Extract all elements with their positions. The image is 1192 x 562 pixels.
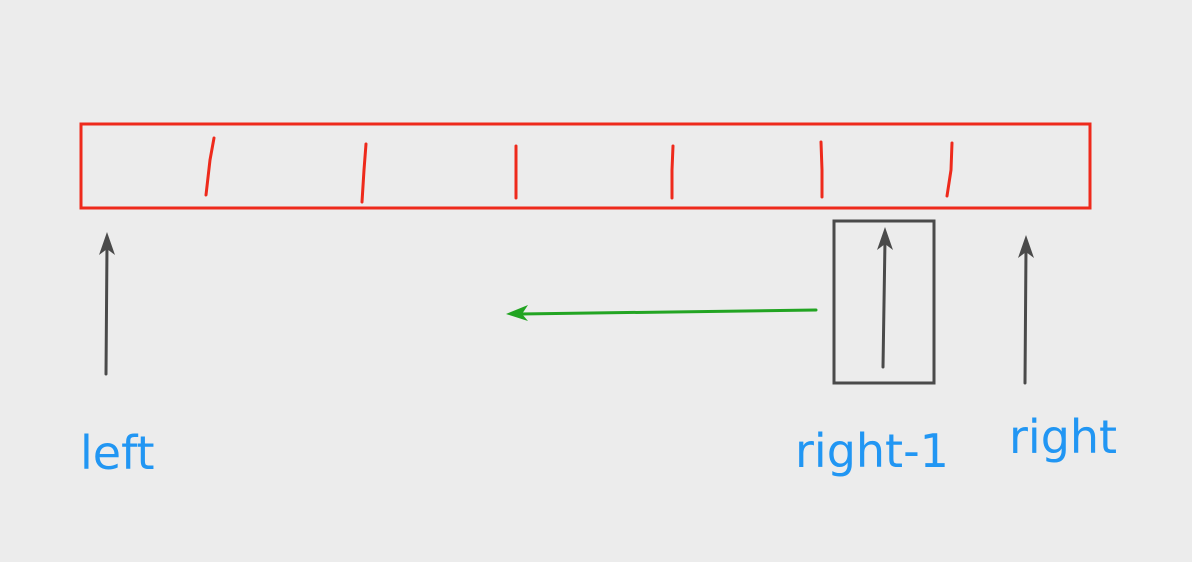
array-tick xyxy=(360,142,368,204)
left-label: left xyxy=(80,426,155,480)
move-left-arrow xyxy=(506,305,818,321)
arrow-head xyxy=(506,305,528,321)
arrow-head xyxy=(1018,235,1034,258)
left-pointer-arrow xyxy=(99,232,115,376)
array-tick xyxy=(945,141,954,198)
up-arrow-icon xyxy=(1023,246,1028,385)
arrow-head xyxy=(99,232,115,255)
highlight-box xyxy=(832,219,936,385)
array-bar xyxy=(79,122,1092,210)
right-minus-one-label: right-1 xyxy=(795,424,949,478)
array-tick xyxy=(204,136,216,197)
right-pointer-arrow xyxy=(1018,235,1034,385)
up-arrow-icon xyxy=(881,238,887,369)
arrow-head xyxy=(877,227,893,250)
array-ticks xyxy=(204,136,954,204)
up-arrow-icon xyxy=(104,243,109,376)
right-label: right xyxy=(1009,410,1118,464)
left-arrow-icon xyxy=(518,308,818,316)
array-tick xyxy=(670,144,675,200)
array-tick xyxy=(819,140,824,199)
right-minus-one-pointer-arrow xyxy=(877,227,893,369)
